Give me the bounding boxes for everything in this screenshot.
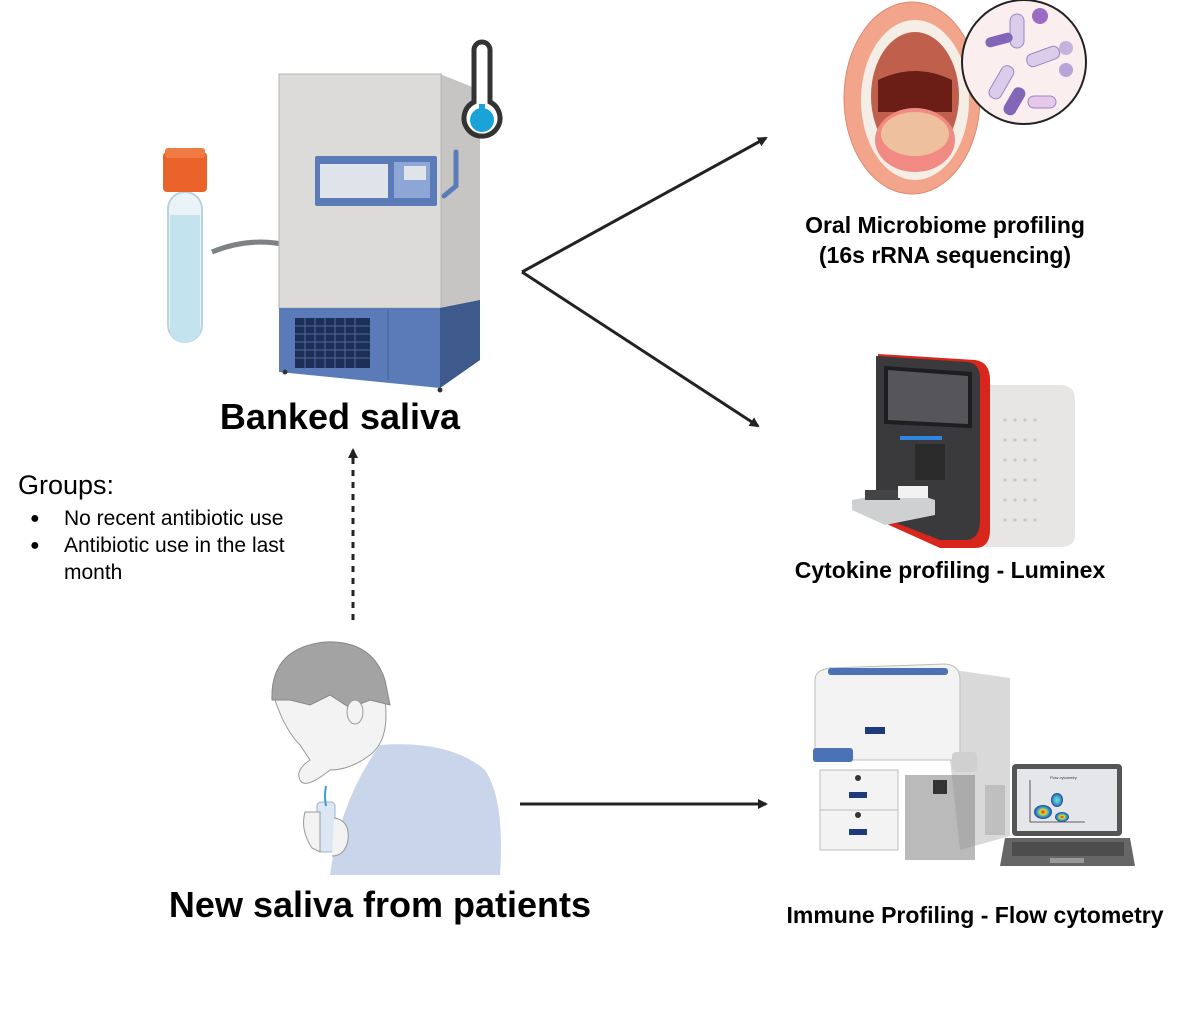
flow-cluster-3 xyxy=(1055,812,1069,822)
mouth-microbiome-icon xyxy=(843,1,981,195)
new-saliva-label: New saliva from patients xyxy=(168,884,592,925)
arrow-to-microbiome xyxy=(521,136,768,274)
oral-microbiome-label-line2: (16s rRNA sequencing) xyxy=(818,242,1072,268)
flow-cluster-2 xyxy=(1051,793,1063,807)
cytokine-profiling-label: Cytokine profiling - Luminex xyxy=(794,557,1106,583)
sample-tube-icon xyxy=(163,148,207,343)
oral-microbiome-label: Oral Microbiome profiling (16s rRNA sequ… xyxy=(770,210,1120,270)
bullet-icon: ● xyxy=(30,510,40,527)
arrow-to-cytokine xyxy=(521,270,760,428)
patient-icon xyxy=(271,641,501,875)
group-item: ● No recent antibiotic use xyxy=(30,505,338,532)
bullet-icon: ● xyxy=(30,537,40,554)
freezer-icon xyxy=(278,73,480,393)
flow-cluster-1 xyxy=(1034,805,1052,819)
oral-microbiome-label-line1: Oral Microbiome profiling xyxy=(805,212,1085,238)
group-item-text: No recent antibiotic use xyxy=(64,507,284,530)
groups-heading: Groups: xyxy=(18,470,115,500)
flow-cytometer-icon xyxy=(813,663,1010,860)
banked-saliva-label: Banked saliva xyxy=(219,396,461,437)
bacteria-magnified-icon xyxy=(961,0,1087,125)
laptop-screen-title: Flow cytometry xyxy=(1050,775,1077,780)
groups-list: ● No recent antibiotic use ● Antibiotic us… xyxy=(18,505,338,586)
immune-profiling-label: Immune Profiling - Flow cytometry xyxy=(786,902,1164,928)
group-item-text: Antibiotic use in the last month xyxy=(64,534,285,584)
groups-legend: Groups: ● No recent antibiotic use ● Antib… xyxy=(18,470,338,586)
laptop-icon: Flow cytometry xyxy=(1000,764,1135,866)
thermometer-icon xyxy=(461,39,503,139)
luminex-analyzer-icon xyxy=(852,354,1075,548)
group-item: ● Antibiotic use in the last month xyxy=(30,532,338,586)
